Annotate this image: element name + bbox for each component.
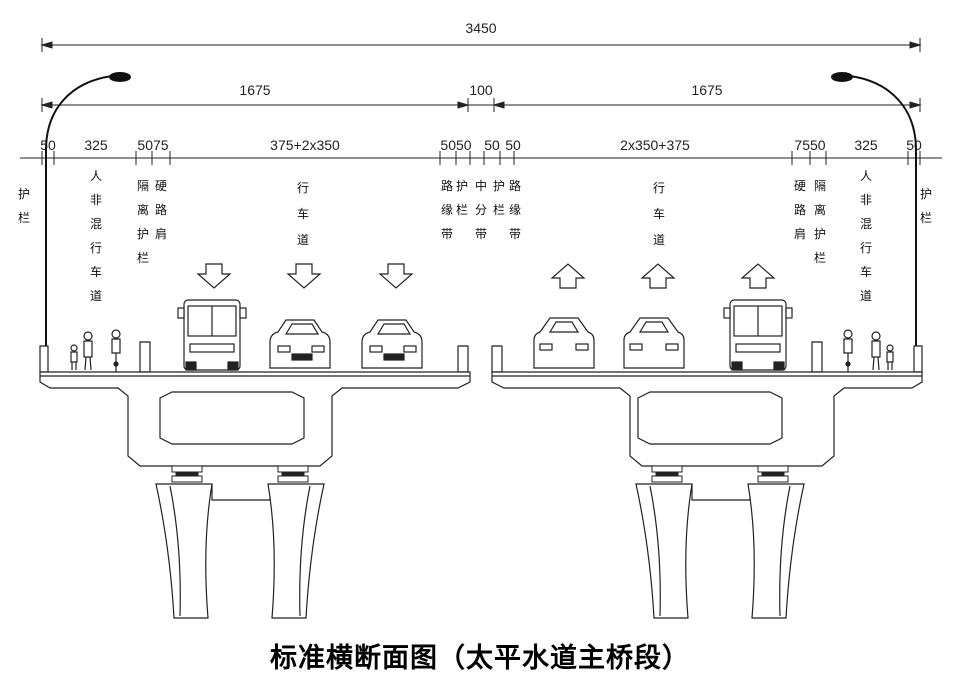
dimension-segments bbox=[20, 151, 942, 165]
dim-l-rail: 50 bbox=[40, 137, 56, 153]
bridge-deck-right bbox=[491, 341, 923, 467]
label-r-guardrail: 护栏 bbox=[920, 187, 932, 225]
pedestrians-left bbox=[70, 331, 93, 371]
label-l-isolation: 隔离护栏 bbox=[137, 179, 149, 265]
dim-r-lanes: 2x350+375 bbox=[620, 137, 690, 153]
cyclist-right bbox=[843, 329, 853, 372]
dim-total-label: 3450 bbox=[465, 20, 496, 36]
dim-median: 100 bbox=[469, 82, 493, 98]
street-lamp-left bbox=[45, 72, 131, 350]
dim-r-sep: 7550 bbox=[794, 137, 825, 153]
car-icon-right-1 bbox=[533, 317, 595, 369]
label-r-shoulder: 硬路肩 bbox=[794, 179, 806, 241]
label-r-sidewalk: 人非混行车道 bbox=[860, 169, 872, 303]
cyclist-left bbox=[111, 329, 121, 372]
dimension-halves bbox=[40, 98, 922, 112]
label-r-edge-strip: 路缘带 bbox=[509, 178, 521, 241]
dim-l-lanes: 375+2x350 bbox=[270, 137, 340, 153]
dim-l-edge: 5050 bbox=[440, 137, 471, 153]
dim-right-half: 1675 bbox=[691, 82, 722, 98]
bus-icon-left bbox=[177, 299, 247, 371]
dim-l-sep: 5075 bbox=[137, 137, 168, 153]
dim-left-half: 1675 bbox=[239, 82, 270, 98]
dim-l-sidewalk: 325 bbox=[84, 137, 108, 153]
drawing-caption: 标准横断面图（太平水道主桥段） bbox=[270, 643, 690, 674]
label-r-carriageway: 行车道 bbox=[653, 181, 665, 247]
label-median-strip: 中分带 bbox=[475, 178, 487, 241]
vertical-labels: 护栏人非混行车道隔离护栏硬路肩行车道路缘带护栏中分带护栏路缘带行车道硬路肩隔离护… bbox=[18, 169, 932, 303]
bearings-right bbox=[651, 465, 789, 483]
dimension-total bbox=[40, 38, 922, 52]
direction-arrows-down bbox=[196, 263, 414, 289]
car-icon-left-1 bbox=[269, 319, 331, 369]
label-l-edge-strip: 路缘带 bbox=[441, 178, 453, 241]
piers-left bbox=[155, 483, 325, 619]
dim-r-sidewalk: 325 bbox=[854, 137, 878, 153]
car-icon-right-2 bbox=[623, 317, 685, 369]
piers-right bbox=[635, 483, 805, 619]
dim-r-rail: 50 bbox=[906, 137, 922, 153]
bearings-left bbox=[171, 465, 309, 483]
label-l-center-rail: 护栏 bbox=[456, 179, 468, 217]
dim-c-edge: 50 bbox=[505, 137, 521, 153]
label-l-shoulder: 硬路肩 bbox=[155, 179, 167, 241]
direction-arrows-up bbox=[550, 263, 776, 289]
dim-c-rail: 50 bbox=[484, 137, 500, 153]
label-l-carriageway: 行车道 bbox=[297, 181, 309, 247]
pedestrians-right bbox=[871, 331, 894, 371]
label-r-center-rail: 护栏 bbox=[493, 179, 505, 217]
bridge-deck-left bbox=[39, 341, 471, 467]
street-lamp-right bbox=[831, 72, 917, 350]
car-icon-left-2 bbox=[361, 319, 423, 369]
label-l-sidewalk: 人非混行车道 bbox=[90, 169, 102, 303]
bus-icon-right bbox=[723, 299, 793, 371]
label-r-isolation: 隔离护栏 bbox=[814, 179, 826, 265]
label-l-guardrail: 护栏 bbox=[18, 187, 30, 225]
